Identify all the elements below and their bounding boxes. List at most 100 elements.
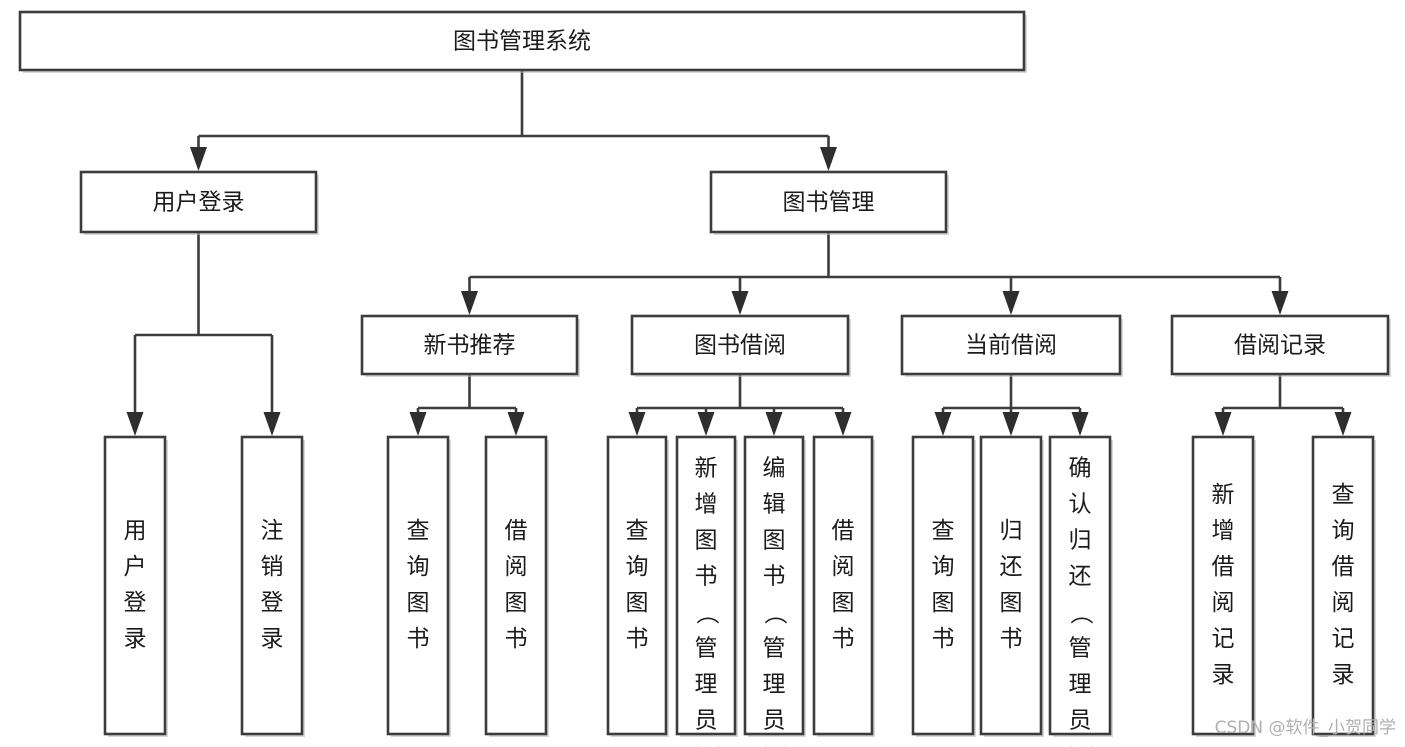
- watermark-label: CSDN @软件_小贺同学: [1215, 718, 1396, 738]
- node-label-char: 确: [1069, 456, 1092, 482]
- node-label-char: 图: [832, 590, 855, 616]
- node-label-char: 归: [1069, 528, 1092, 554]
- arrowhead-icon: [820, 147, 837, 171]
- node-rect[interactable]: [79, 170, 318, 234]
- arrowhead-icon: [1071, 412, 1089, 436]
- node-rect[interactable]: [911, 435, 975, 736]
- node-label-char: 借: [1332, 554, 1355, 580]
- node-label-char: 增: [695, 492, 718, 518]
- node-level3-current-borrow[interactable]: 当前借阅: [900, 314, 1123, 377]
- connector-group-current-borrow: [934, 374, 1089, 436]
- node-rect[interactable]: [484, 435, 548, 736]
- node-label-char: 登: [124, 590, 147, 616]
- connector-group-new-book-recommend: [409, 374, 525, 436]
- node-rect[interactable]: [675, 435, 737, 736]
- node-label-char: 注: [261, 518, 284, 544]
- node-label: 图书管理系统: [453, 29, 591, 55]
- node-label-char: 认: [1069, 492, 1092, 518]
- node-label-char: （: [762, 602, 788, 625]
- node-label-char: 新: [695, 456, 718, 482]
- node-label-char: 员: [695, 708, 718, 734]
- node-label-char: 阅: [505, 554, 528, 580]
- arrowhead-icon: [731, 291, 749, 315]
- node-rect[interactable]: [103, 435, 167, 736]
- node-rect[interactable]: [18, 10, 1026, 72]
- node-label-char: 图: [1000, 590, 1023, 616]
- node-label-char: 归: [1000, 518, 1023, 544]
- node-label-char: 录: [124, 626, 147, 652]
- node-rect[interactable]: [979, 435, 1043, 736]
- node-label-char: 还: [1069, 564, 1092, 590]
- node-rect[interactable]: [1170, 314, 1390, 376]
- node-label-char: 记: [1212, 626, 1235, 652]
- node-root-root[interactable]: 图书管理系统: [18, 10, 1027, 73]
- connector-group-user-login: [126, 232, 281, 436]
- node-label-char: 书: [626, 626, 649, 652]
- node-label: 图书借阅: [694, 333, 786, 359]
- node-rect[interactable]: [240, 435, 304, 736]
- node-label-char: 管: [763, 636, 786, 662]
- node-label-char: 询: [626, 554, 649, 580]
- node-rect[interactable]: [1048, 435, 1112, 736]
- node-level3-new-book-recommend[interactable]: 新书推荐: [360, 314, 580, 377]
- node-rect[interactable]: [630, 314, 850, 376]
- node-label-char: 管: [695, 636, 718, 662]
- node-label-char: 还: [1000, 554, 1023, 580]
- node-rect[interactable]: [812, 435, 874, 736]
- arrowhead-icon: [126, 412, 144, 436]
- node-rect[interactable]: [900, 314, 1122, 376]
- arrowhead-icon: [765, 412, 783, 436]
- node-label-char: 借: [1212, 554, 1235, 580]
- node-label-char: 管: [1069, 636, 1092, 662]
- node-level3-borrow-record[interactable]: 借阅记录: [1170, 314, 1391, 377]
- node-label-char: 录: [1212, 662, 1235, 688]
- node-rect[interactable]: [1191, 435, 1255, 736]
- node-label-char: 询: [932, 554, 955, 580]
- node-label-char: 查: [626, 518, 649, 544]
- node-label-char: 录: [261, 626, 284, 652]
- node-rect[interactable]: [360, 314, 579, 376]
- node-level3-book-borrow[interactable]: 图书借阅: [630, 314, 851, 377]
- node-label-char: 图: [695, 528, 718, 554]
- node-label-char: 员: [763, 708, 786, 734]
- node-label-char: 阅: [1212, 590, 1235, 616]
- node-label-char: 销: [261, 554, 284, 580]
- arrowhead-icon: [1002, 412, 1020, 436]
- arrowhead-icon: [1271, 291, 1289, 315]
- node-rect[interactable]: [606, 435, 668, 736]
- node-label-char: 阅: [1332, 590, 1355, 616]
- node-label-char: 员: [1069, 708, 1092, 734]
- node-rect[interactable]: [709, 170, 948, 234]
- node-label-char: 借: [505, 518, 528, 544]
- node-leaf-leaf-user-login[interactable]: 用户登录: [103, 435, 168, 737]
- node-label: 当前借阅: [965, 333, 1057, 359]
- node-rect[interactable]: [1311, 435, 1375, 736]
- node-label-char: 录: [1332, 662, 1355, 688]
- node-label-char: 图: [626, 590, 649, 616]
- arrowhead-icon: [934, 412, 952, 436]
- node-label-char: 新: [1212, 482, 1235, 508]
- node-level2-book-management[interactable]: 图书管理: [709, 170, 949, 235]
- arrowhead-icon: [628, 412, 646, 436]
- node-label-char: 增: [1212, 518, 1235, 544]
- node-level2-user-login[interactable]: 用户登录: [79, 170, 319, 235]
- node-label-char: 询: [1332, 518, 1355, 544]
- node-label-char: 书: [695, 564, 718, 590]
- node-rect[interactable]: [386, 435, 450, 736]
- node-label-char: 辑: [763, 492, 786, 518]
- node-label-char: ）: [694, 746, 720, 747]
- node-rect[interactable]: [743, 435, 805, 736]
- connector-group-book-management: [461, 232, 1289, 315]
